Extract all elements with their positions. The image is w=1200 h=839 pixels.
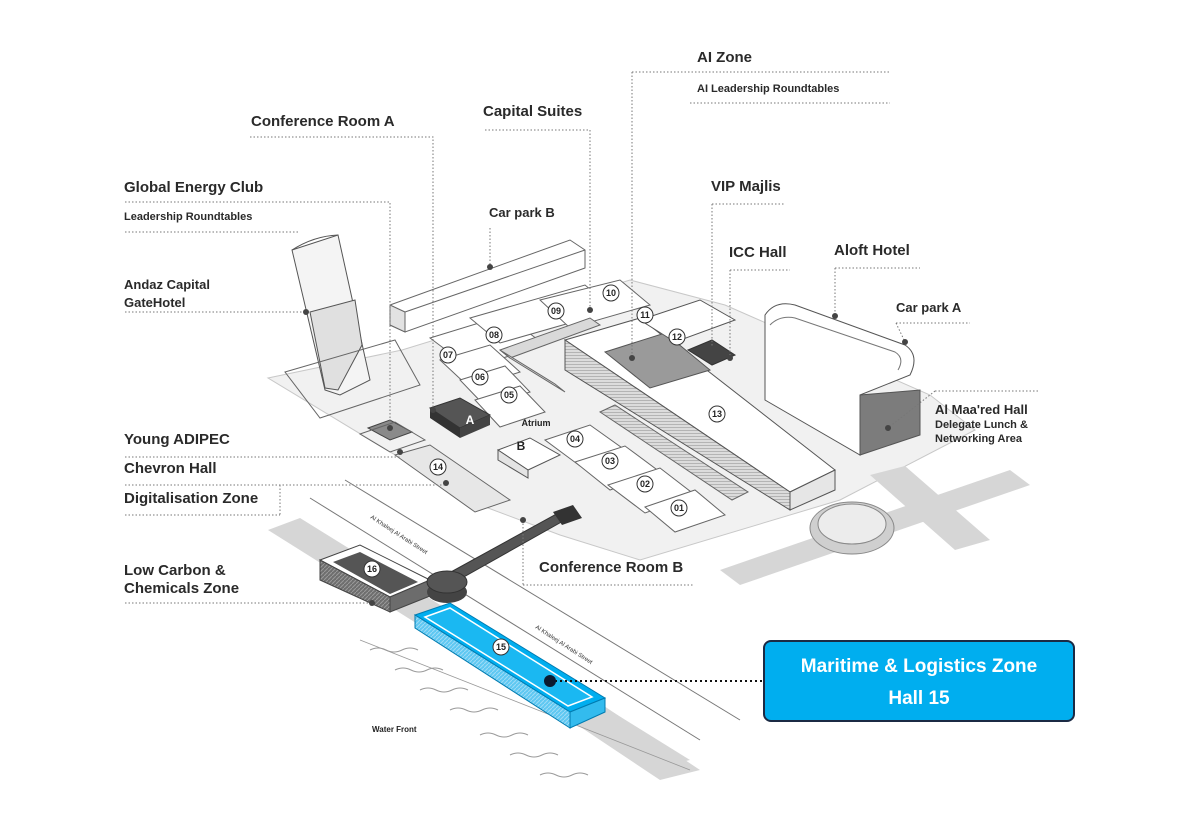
label-andaz-line1: Andaz Capital [124, 277, 210, 292]
label-chevron-hall: Chevron Hall [124, 460, 217, 477]
car-park-b-building [389, 239, 586, 333]
rotunda [426, 570, 468, 603]
hall-badge-06[interactable]: 06 [471, 368, 489, 386]
aloft-hotel-building [764, 303, 921, 456]
label-andaz-line2: GateHotel [124, 295, 186, 310]
label-ai-zone: AI Zone [697, 49, 752, 66]
hall-number-badges: 01 02 03 04 05 06 07 08 09 10 11 12 13 1… [363, 284, 726, 656]
marker-a: A [466, 413, 475, 427]
label-capital-suites: Capital Suites [483, 103, 583, 120]
hall-16-building [318, 544, 432, 613]
marker-b: B [517, 439, 526, 453]
svg-text:15: 15 [496, 642, 506, 652]
conference-room-b-building [496, 437, 562, 479]
svg-text:10: 10 [606, 288, 616, 298]
label-ai-leadership: AI Leadership Roundtables [697, 83, 840, 95]
svg-text:16: 16 [367, 564, 377, 574]
roundabout [809, 501, 895, 555]
hall-badge-05[interactable]: 05 [500, 386, 518, 404]
svg-text:05: 05 [504, 390, 514, 400]
label-aloft-hotel: Aloft Hotel [834, 242, 910, 259]
label-car-park-a: Car park A [896, 300, 962, 315]
label-icc-hall: ICC Hall [729, 244, 787, 261]
svg-text:04: 04 [570, 434, 580, 444]
svg-text:03: 03 [605, 456, 615, 466]
label-vip-majlis: VIP Majlis [711, 178, 781, 195]
svg-text:12: 12 [672, 332, 682, 342]
label-leadership-roundtables: Leadership Roundtables [124, 211, 253, 223]
hall-badge-11[interactable]: 11 [636, 306, 654, 324]
svg-text:14: 14 [433, 462, 443, 472]
central-spine [498, 317, 750, 501]
water-front-waves [369, 647, 589, 778]
label-digitalisation-zone: Digitalisation Zone [124, 490, 259, 507]
hall-badge-16[interactable]: 16 [363, 560, 381, 578]
label-young-adipec: Young ADIPEC [124, 431, 230, 448]
hall-badge-04[interactable]: 04 [566, 430, 584, 448]
highlight-title: Maritime & Logistics Zone [800, 656, 1038, 677]
andaz-tower [284, 234, 421, 419]
svg-text:01: 01 [674, 503, 684, 513]
hall-badge-10[interactable]: 10 [602, 284, 620, 302]
hall-badge-07[interactable]: 07 [439, 346, 457, 364]
svg-text:06: 06 [475, 372, 485, 382]
hall-badge-02[interactable]: 02 [636, 475, 654, 493]
label-low-carbon-line2: Chemicals Zone [124, 580, 240, 597]
street-label-1: Al Khaleej Al Arabi Street [369, 515, 428, 557]
label-dots [303, 264, 908, 606]
hall-13-building [563, 317, 836, 511]
hall-badge-03[interactable]: 03 [601, 452, 619, 470]
svg-text:09: 09 [551, 306, 561, 316]
hall-badge-12[interactable]: 12 [668, 328, 686, 346]
hall-badge-09[interactable]: 09 [547, 302, 565, 320]
label-low-carbon-line1: Low Carbon & [124, 562, 226, 579]
hall-badge-08[interactable]: 08 [485, 326, 503, 344]
hall-badge-15[interactable]: 15 [492, 638, 510, 656]
label-delegate-line1: Delegate Lunch & [935, 419, 1028, 431]
hall-badge-01[interactable]: 01 [670, 499, 688, 517]
svg-text:02: 02 [640, 479, 650, 489]
atrium-label: Atrium [522, 418, 551, 428]
label-delegate-line2: Networking Area [935, 433, 1023, 445]
svg-text:11: 11 [640, 310, 650, 320]
conference-room-a-building [428, 397, 492, 438]
highlight-subtitle: Hall 15 [888, 688, 950, 709]
svg-text:07: 07 [443, 350, 453, 360]
hall-badge-13[interactable]: 13 [708, 405, 726, 423]
leader-lines [125, 71, 1040, 604]
label-global-energy-club: Global Energy Club [124, 179, 264, 196]
hall-badge-14[interactable]: 14 [429, 458, 447, 476]
svg-text:13: 13 [712, 409, 722, 419]
label-conference-room-a: Conference Room A [251, 113, 395, 130]
label-conference-room-b: Conference Room B [539, 559, 684, 576]
hall-15-marker-dot [544, 675, 556, 687]
highlight-callout[interactable]: Maritime & Logistics Zone Hall 15 [763, 640, 1075, 722]
label-al-maared-hall: Al Maa'red Hall [935, 402, 1028, 417]
svg-text:08: 08 [489, 330, 499, 340]
hall-14-building [393, 444, 512, 513]
label-car-park-b: Car park B [489, 205, 555, 220]
water-front-label: Water Front [372, 725, 417, 734]
